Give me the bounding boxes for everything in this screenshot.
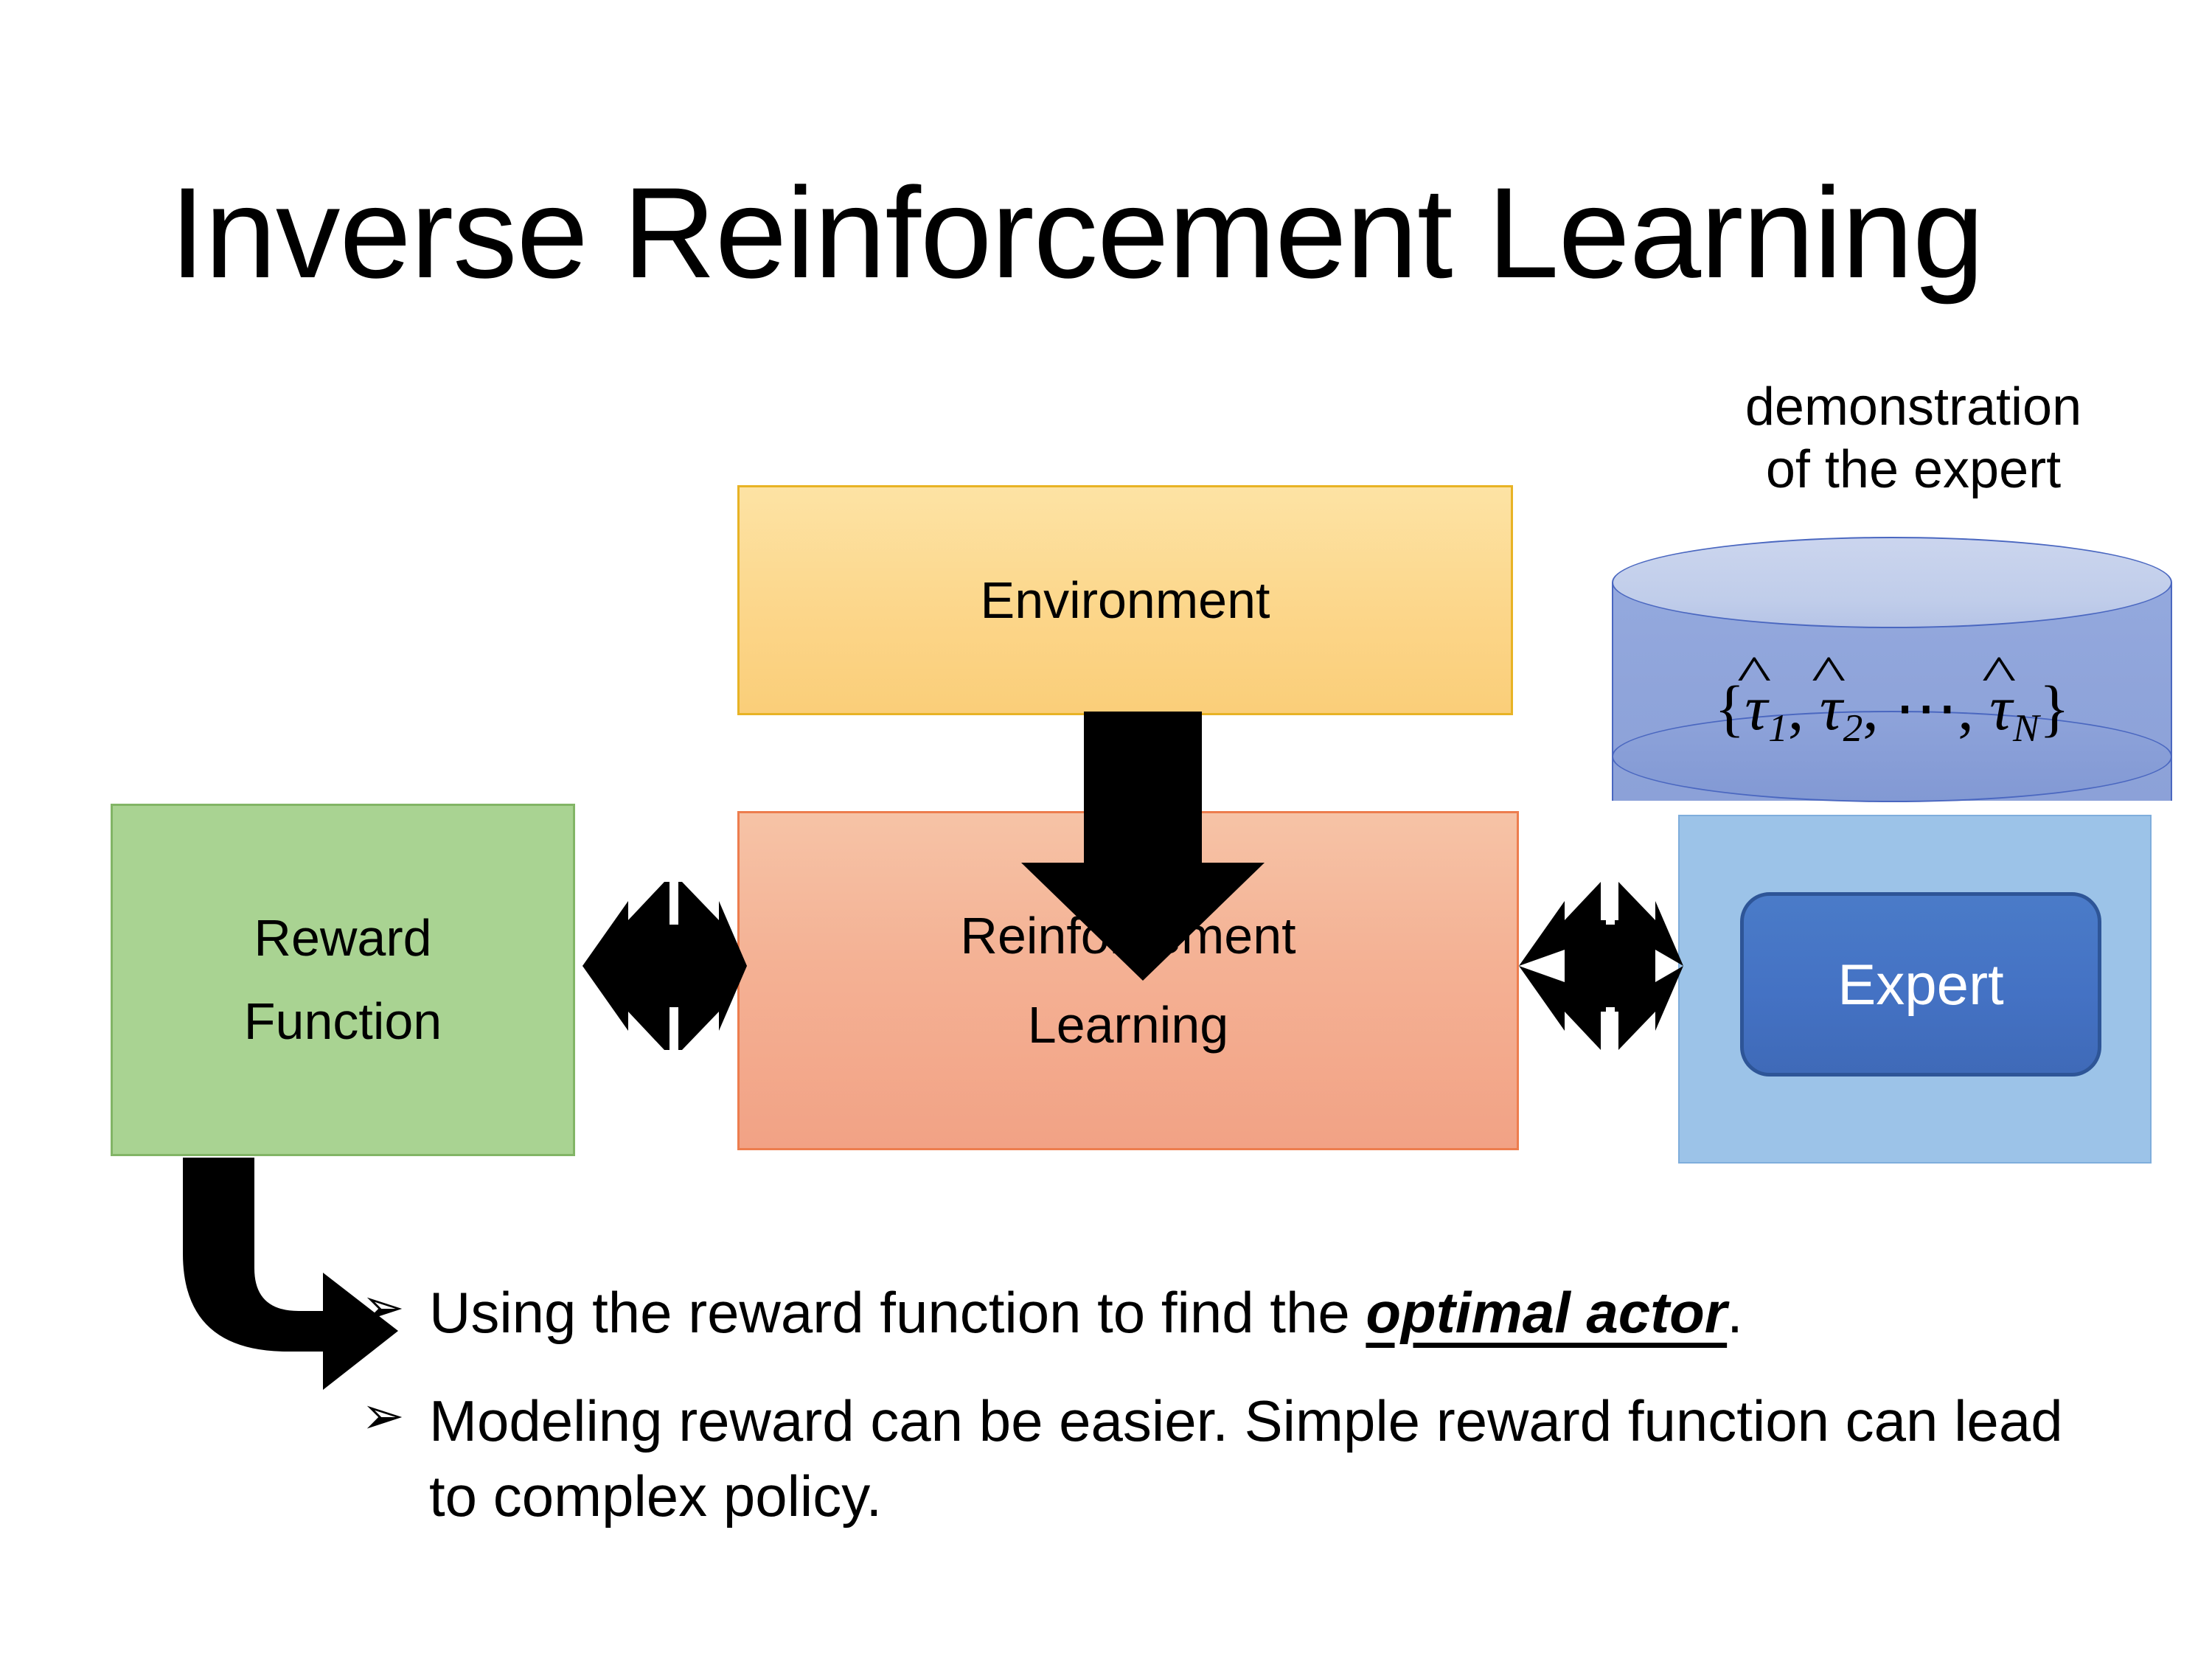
cylinder-top-ellipse — [1612, 537, 2172, 628]
environment-box[interactable]: Environment — [737, 485, 1513, 715]
demonstration-caption: demonstration of the expert — [1600, 376, 2212, 501]
reinforcement-learning-box[interactable]: Reinforcement Learning — [737, 811, 1519, 1150]
bullet-1-suffix: . — [1727, 1280, 1743, 1345]
demonstration-caption-line2: of the expert — [1765, 439, 2062, 499]
demonstration-caption-line1: demonstration — [1745, 378, 2082, 437]
reward-function-label-line1: Reward — [254, 909, 432, 967]
tau-2-subscript: 2 — [1843, 705, 1863, 750]
expert-label: Expert — [1837, 951, 2004, 1017]
environment-label: Environment — [980, 571, 1270, 629]
tau-n: τ — [1989, 671, 2012, 745]
comma-1: , — [1787, 672, 1820, 743]
bullet-marker-icon: ➢ — [361, 1279, 405, 1336]
comma-3: , — [1958, 672, 1990, 743]
bullet-1-emphasis: optimal actor — [1366, 1280, 1728, 1345]
ellipsis: ⋯ — [1894, 672, 1958, 743]
reward-function-label-line2: Function — [243, 992, 442, 1050]
reward-function-box[interactable]: Reward Function — [111, 804, 575, 1156]
tau-n-subscript: N — [2013, 705, 2039, 750]
reinforcement-learning-label-line1: Reinforcement — [960, 907, 1296, 965]
expert-box[interactable]: Expert — [1740, 892, 2101, 1077]
comma-2: , — [1863, 672, 1895, 743]
brace-close: } — [2039, 672, 2070, 743]
cylinder-bottom-ellipse — [1612, 711, 2172, 802]
reinforcement-learning-label-line2: Learning — [1027, 996, 1229, 1054]
trajectory-set-label: {τ1, τ2, ⋯, τN} — [1612, 671, 2172, 751]
bullet-1-prefix: Using the reward function to find the — [429, 1280, 1366, 1345]
page-title: Inverse Reinforcement Learning — [170, 161, 1984, 305]
arrow-reward-to-rl-icon — [582, 879, 747, 1053]
list-item: ➢ Using the reward function to find the … — [361, 1276, 2094, 1350]
arrow-rl-to-expert-icon — [1519, 879, 1683, 1053]
tau-1: τ — [1745, 671, 1767, 745]
tau-2: τ — [1820, 671, 1843, 745]
bullet-2-prefix: Modeling reward can be easier. Simple re… — [429, 1388, 2063, 1528]
bullet-marker-icon: ➢ — [361, 1387, 405, 1445]
list-item: ➢ Modeling reward can be easier. Simple … — [361, 1384, 2094, 1534]
tau-1-subscript: 1 — [1768, 705, 1788, 750]
bullet-list: ➢ Using the reward function to find the … — [361, 1276, 2094, 1568]
demonstration-cylinder-icon: {τ1, τ2, ⋯, τN} — [1612, 537, 2172, 846]
